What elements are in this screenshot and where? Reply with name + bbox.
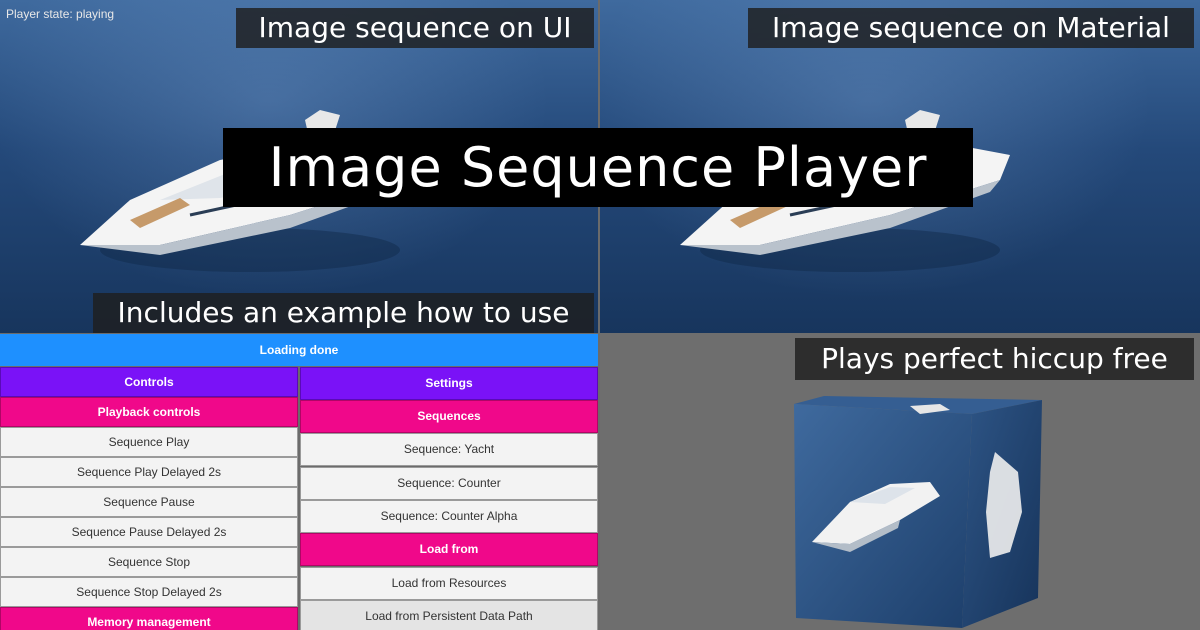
load-from-resources-button[interactable]: Load from Resources	[300, 567, 598, 600]
loading-status-bar: Loading done	[0, 334, 598, 366]
caption-hiccup: Plays perfect hiccup free	[795, 338, 1194, 380]
cube-image	[794, 396, 1042, 628]
settings-header: Settings	[300, 367, 598, 400]
sequence-yacht-button[interactable]: Sequence: Yacht	[300, 433, 598, 466]
memory-management-header: Memory management	[0, 607, 298, 630]
load-from-persistent-button[interactable]: Load from Persistent Data Path	[300, 600, 598, 630]
sequence-pause-button[interactable]: Sequence Pause	[0, 487, 298, 517]
caption-example: Includes an example how to use	[93, 293, 594, 333]
caption-material: Image sequence on Material	[748, 8, 1194, 48]
page-title: Image Sequence Player	[223, 128, 973, 207]
sequence-counter-alpha-button[interactable]: Sequence: Counter Alpha	[300, 500, 598, 533]
playback-controls-header: Playback controls	[0, 397, 298, 427]
load-from-header: Load from	[300, 533, 598, 566]
sequence-counter-button[interactable]: Sequence: Counter	[300, 467, 598, 500]
sequence-play-delayed-button[interactable]: Sequence Play Delayed 2s	[0, 457, 298, 487]
sequences-header: Sequences	[300, 400, 598, 433]
sequence-stop-delayed-button[interactable]: Sequence Stop Delayed 2s	[0, 577, 298, 607]
sequence-stop-button[interactable]: Sequence Stop	[0, 547, 298, 577]
controls-header: Controls	[0, 367, 298, 397]
player-state-label: Player state: playing	[6, 7, 115, 21]
caption-ui: Image sequence on UI	[236, 8, 594, 48]
sequence-pause-delayed-button[interactable]: Sequence Pause Delayed 2s	[0, 517, 298, 547]
sequence-play-button[interactable]: Sequence Play	[0, 427, 298, 457]
